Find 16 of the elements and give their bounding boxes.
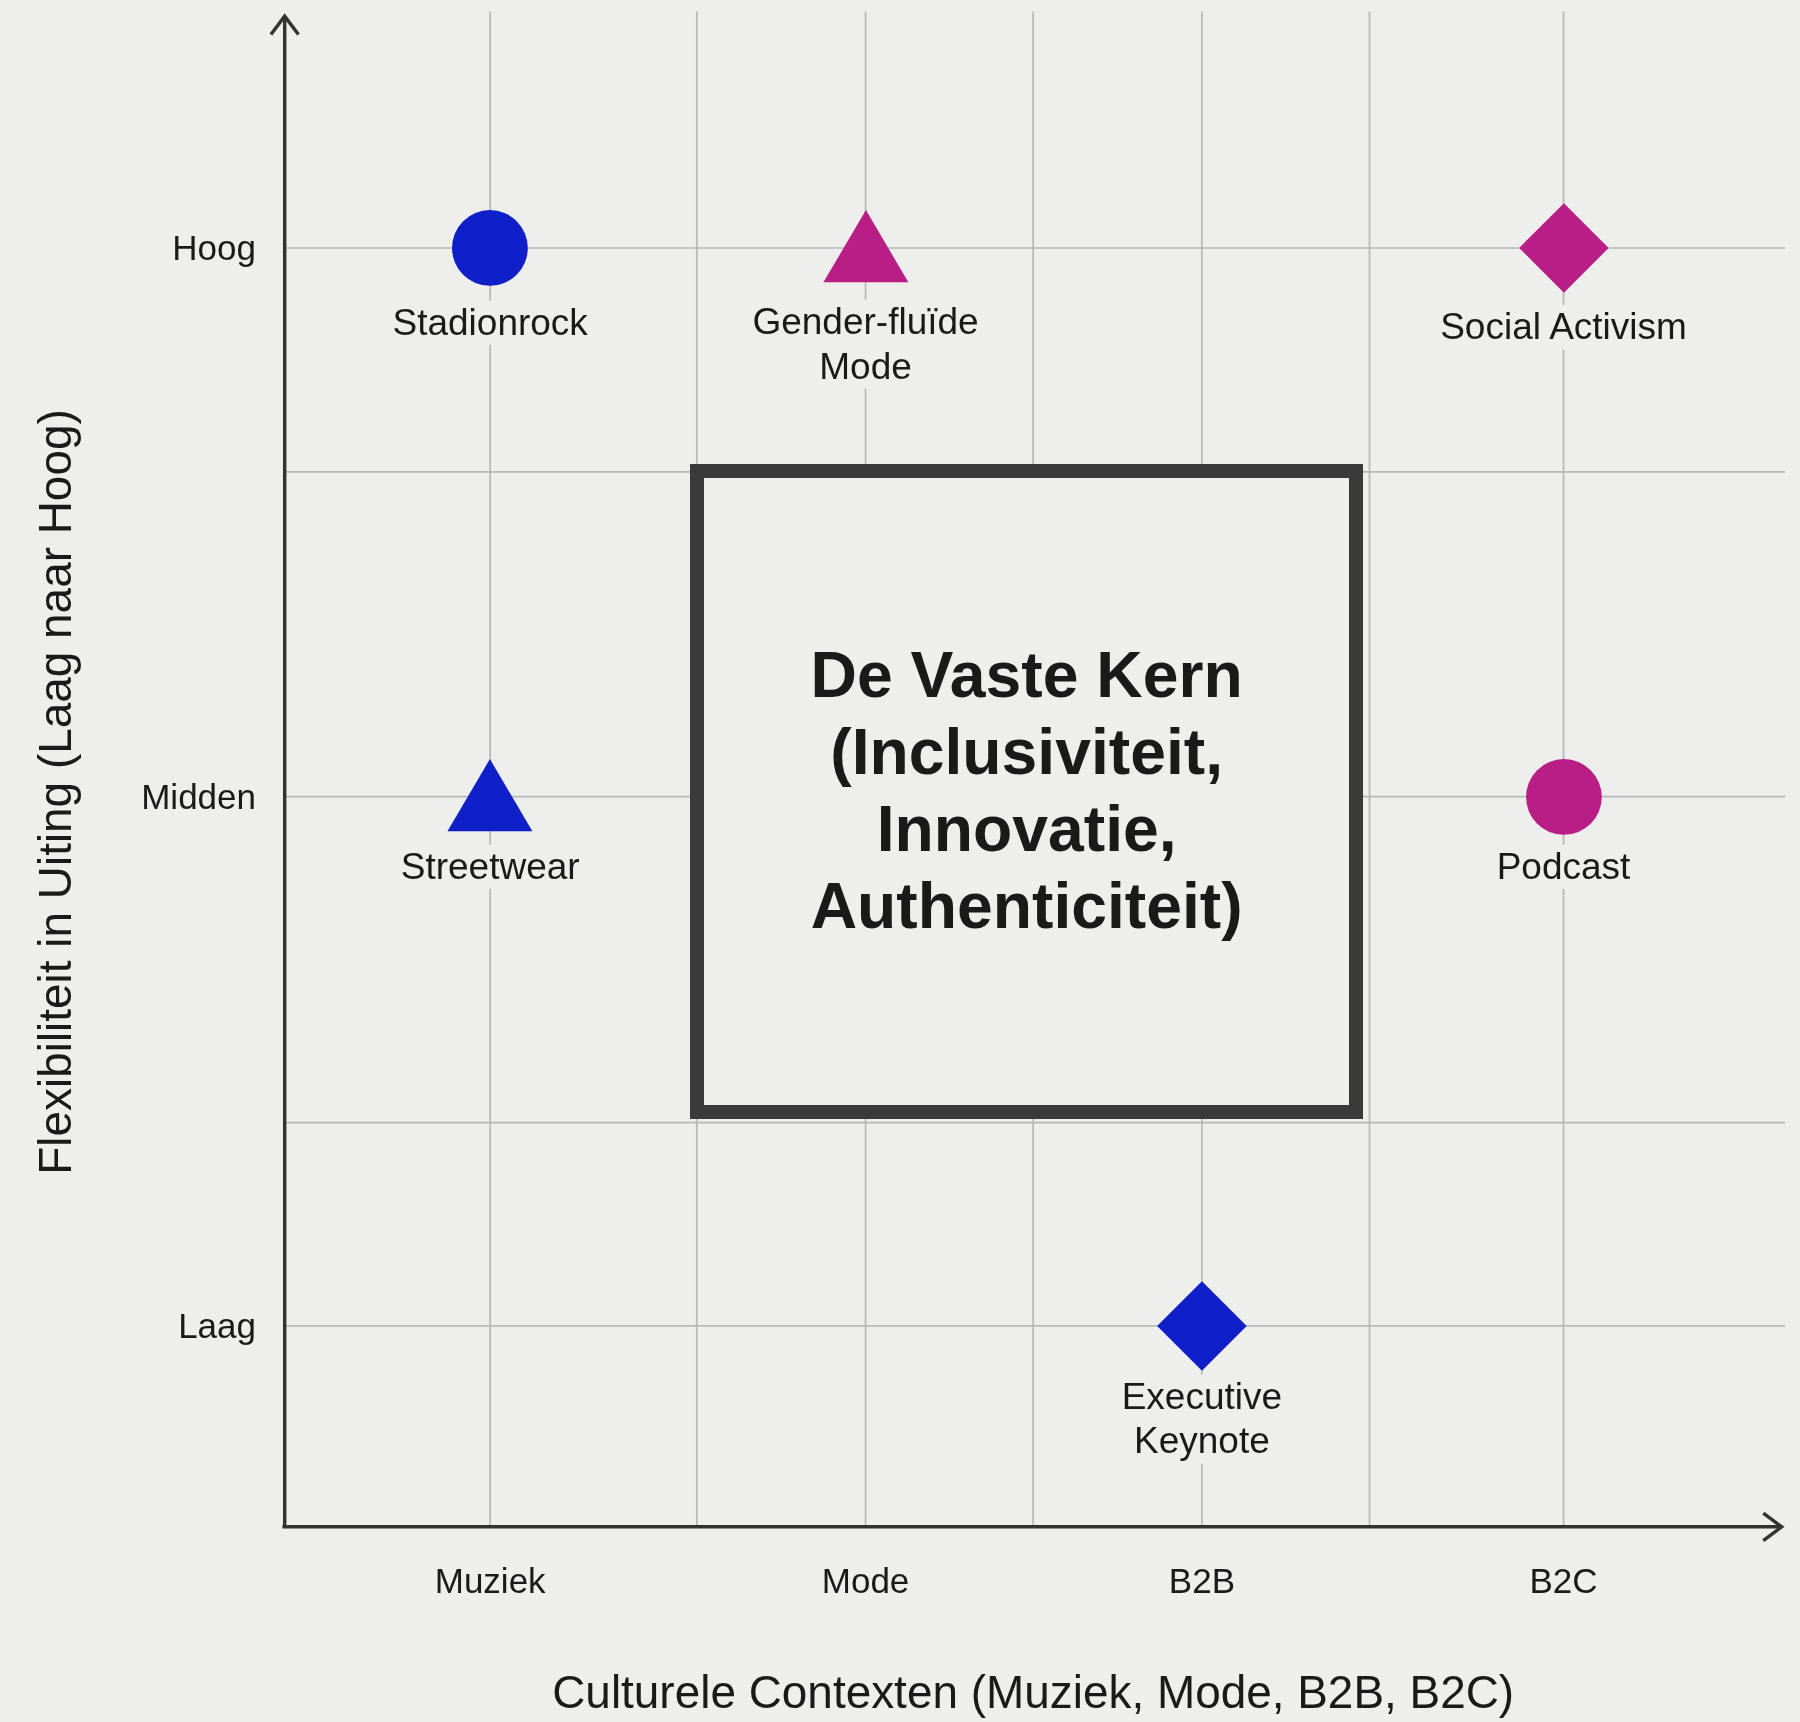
diamond-marker: [1518, 203, 1609, 293]
y-tick-label: Midden: [141, 776, 256, 817]
circle-marker: [1525, 758, 1602, 835]
x-tick-label: B2B: [1168, 1560, 1235, 1601]
x-tick-label: Muziek: [434, 1560, 546, 1601]
y-tick-label: Hoog: [172, 227, 256, 268]
circle-marker: [452, 210, 529, 286]
diamond-marker: [1157, 1281, 1247, 1371]
core-box: De Vaste Kern (Inclusiviteit, Innovatie, Authenticiteit): [689, 463, 1364, 1119]
y-tick-label: Laag: [178, 1305, 256, 1346]
y-axis-title: Flexibiliteit in Uiting (Laag naar Hoog): [28, 409, 83, 1175]
triangle-marker: [447, 758, 533, 832]
x-tick-label: Mode: [821, 1560, 910, 1601]
x-axis-title: Culturele Contexten (Muziek, Mode, B2B, B2C): [552, 1665, 1515, 1720]
triangle-marker: [823, 210, 909, 283]
x-tick-label: B2C: [1529, 1560, 1598, 1601]
